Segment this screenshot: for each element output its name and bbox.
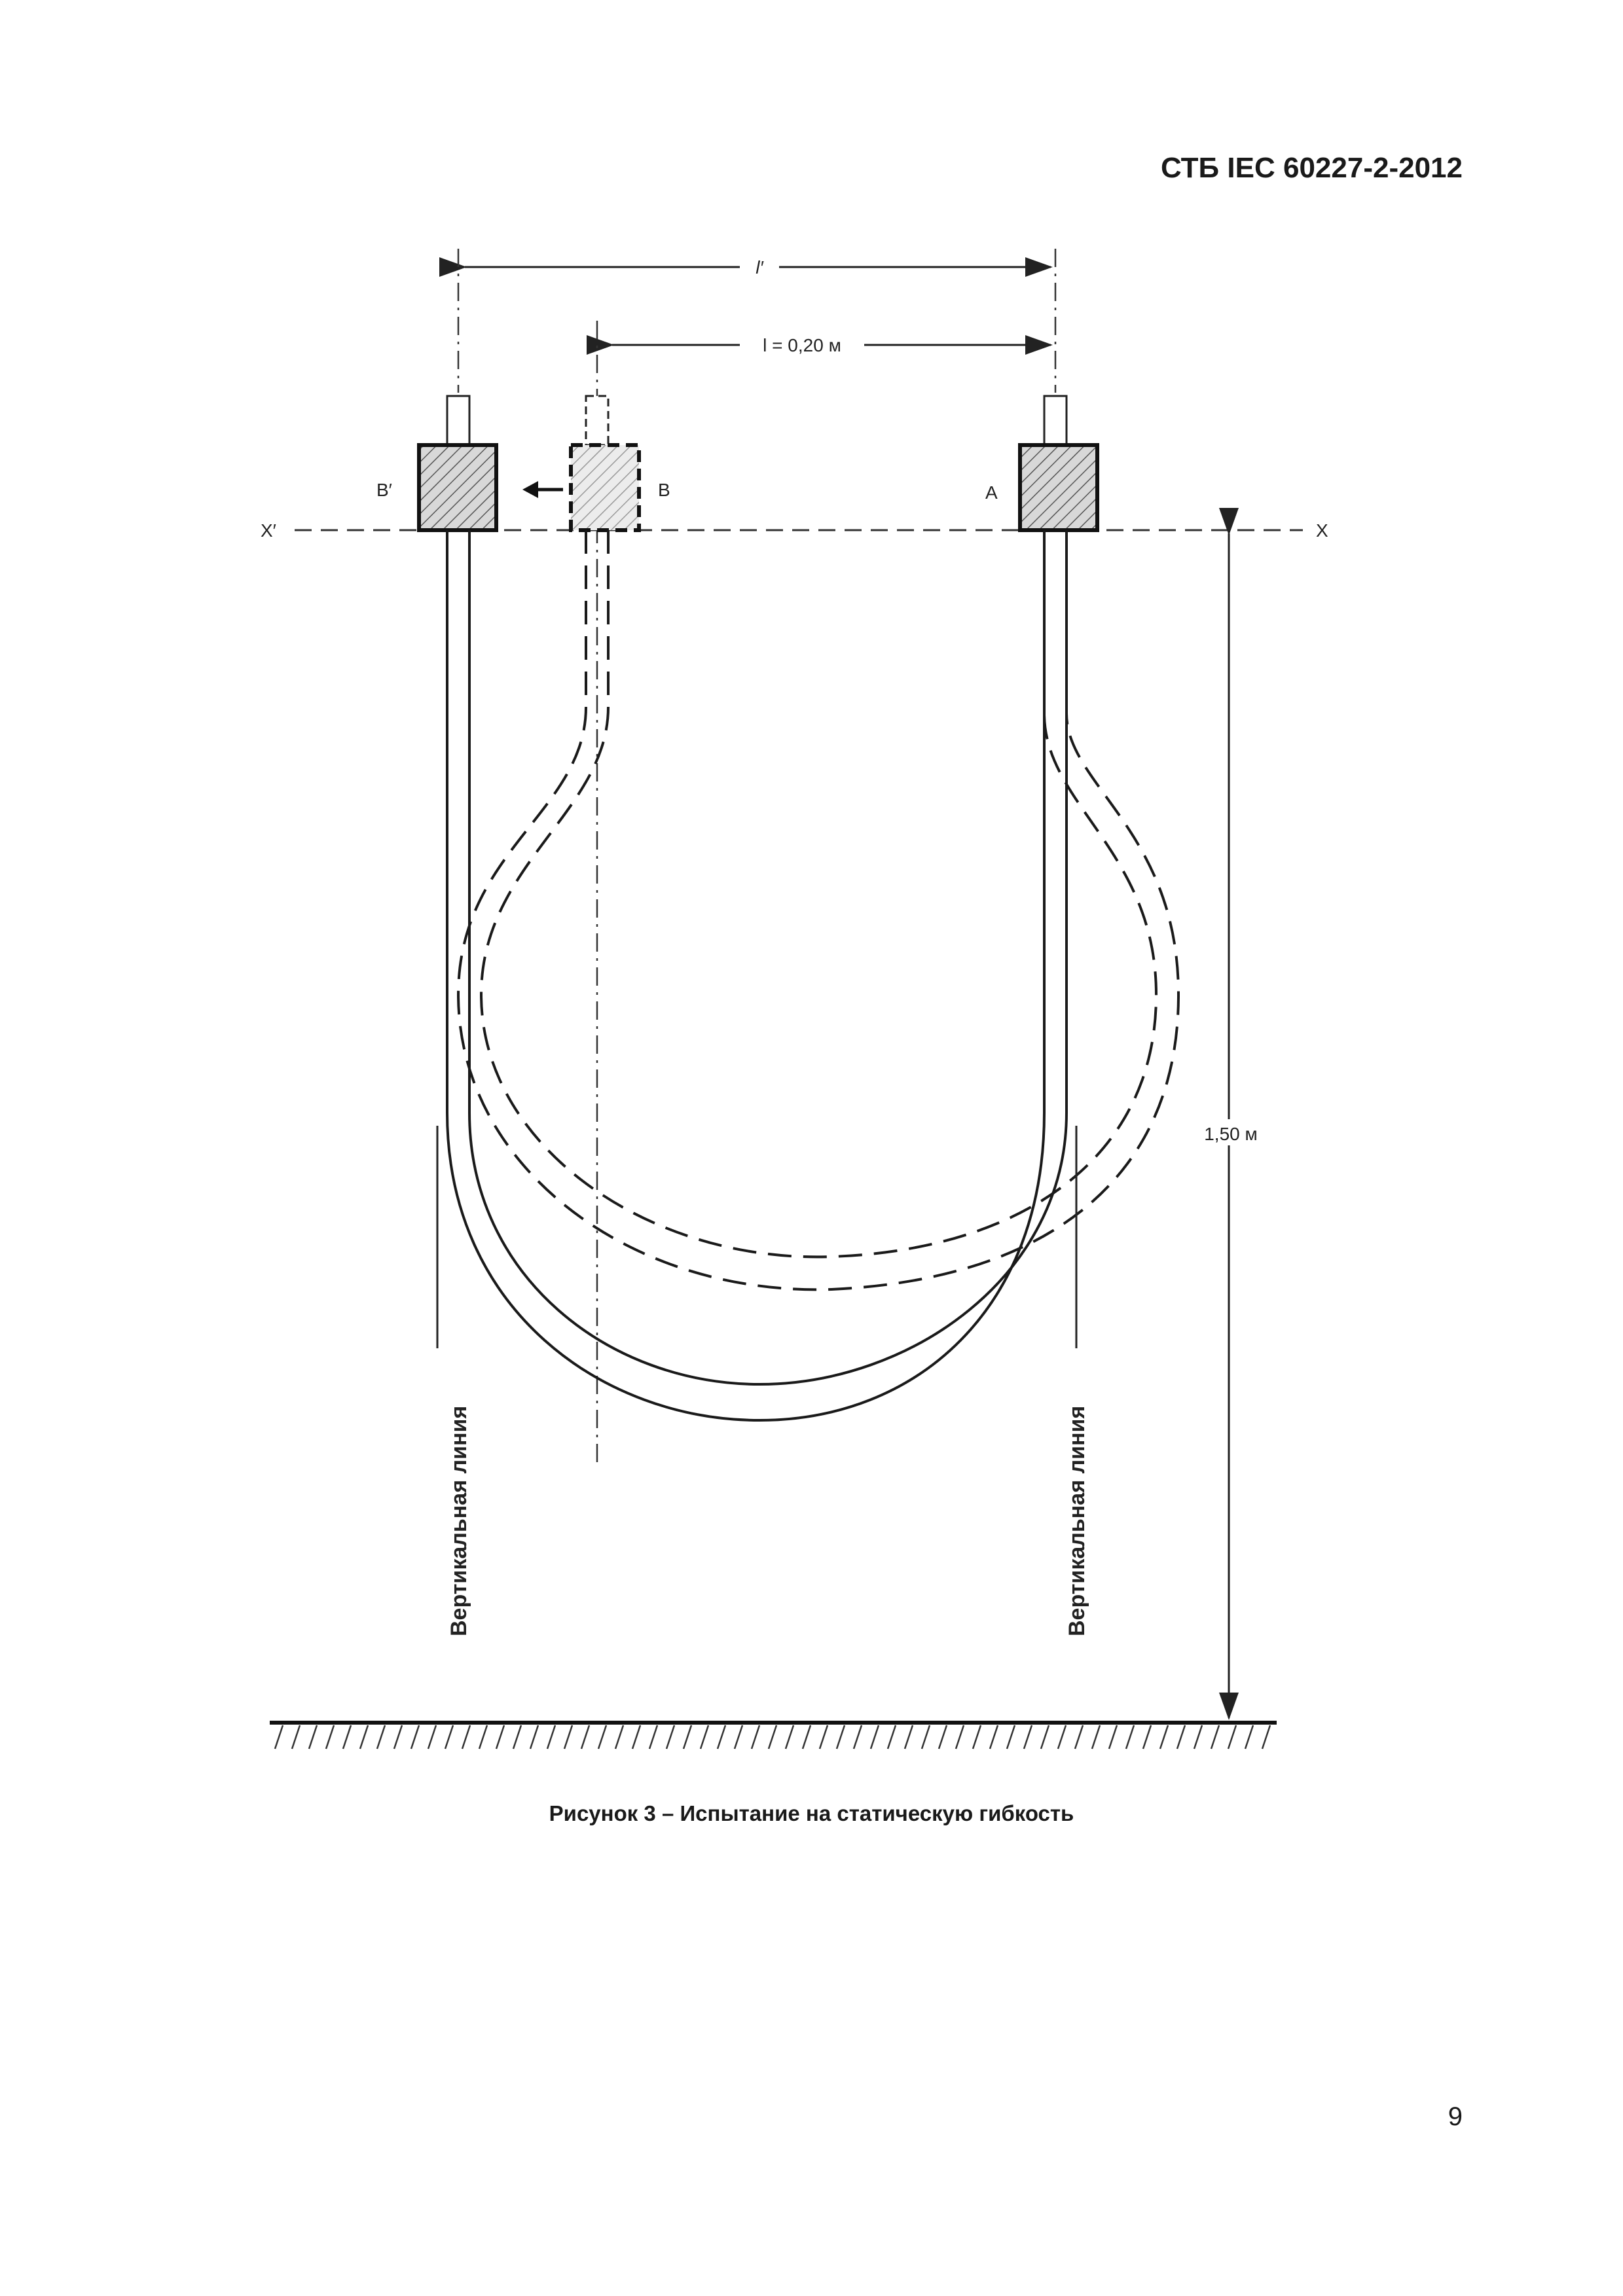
ground-hatch-mark xyxy=(274,1725,284,1749)
ground-hatch-mark xyxy=(342,1725,352,1749)
ground-hatch-mark xyxy=(546,1725,556,1749)
label-a: A xyxy=(985,482,998,503)
standard-code: СТБ IEC 60227-2-2012 xyxy=(1161,152,1463,184)
ground-hatch-mark xyxy=(852,1725,863,1749)
cable-final-position xyxy=(446,530,1068,1422)
ground-hatch-mark xyxy=(1244,1725,1254,1749)
ground-hatch-mark xyxy=(444,1725,454,1749)
ground-hatch-mark xyxy=(529,1725,539,1749)
ground xyxy=(270,1721,1277,1749)
ground-hatch-mark xyxy=(989,1725,999,1749)
ground-hatch-mark xyxy=(614,1725,625,1749)
ground-hatch-mark xyxy=(750,1725,761,1749)
label-b-prime: B′ xyxy=(376,480,392,500)
ground-hatch-mark xyxy=(1142,1725,1152,1749)
label-x-prime: X′ xyxy=(261,520,276,541)
ground-hatch-mark xyxy=(461,1725,471,1749)
ground-hatch-mark xyxy=(478,1725,488,1749)
ground-hatch-mark xyxy=(886,1725,897,1749)
ground-hatch-mark xyxy=(767,1725,778,1749)
ground-hatch-mark xyxy=(393,1725,403,1749)
ground-hatch-mark xyxy=(1108,1725,1118,1749)
dimension-l-label: l = 0,20 м xyxy=(763,335,841,355)
page-number: 9 xyxy=(1448,2102,1463,2131)
ground-hatch-mark xyxy=(1210,1725,1220,1749)
ground-hatch-mark xyxy=(921,1725,931,1749)
ground-hatch-mark xyxy=(1006,1725,1016,1749)
dimension-l-prime-label: l′ xyxy=(756,257,764,278)
ground-hatch-mark xyxy=(801,1725,812,1749)
ground-hatch-mark xyxy=(955,1725,965,1749)
ground-hatch-mark xyxy=(580,1725,591,1749)
center-lines xyxy=(457,249,1057,1466)
clamp-b-prime xyxy=(417,443,498,532)
cable-initial-position xyxy=(456,530,1180,1291)
cable-stub-b xyxy=(585,395,610,446)
ground-hatch-mark xyxy=(903,1725,914,1749)
ground-hatch-mark xyxy=(784,1725,795,1749)
ground-hatch-mark xyxy=(665,1725,676,1749)
label-b: B xyxy=(658,480,670,500)
ground-hatch-mark xyxy=(597,1725,608,1749)
ground-hatch-mark xyxy=(1159,1725,1169,1749)
ground-hatch-mark xyxy=(495,1725,505,1749)
ground-hatch-mark xyxy=(325,1725,335,1749)
figure-caption: Рисунок 3 – Испытание на статическую гиб… xyxy=(549,1801,1074,1825)
clamp-b xyxy=(569,443,641,532)
ground-hatch-mark xyxy=(1176,1725,1186,1749)
movement-arrow xyxy=(522,481,563,498)
ground-hatch-mark xyxy=(1040,1725,1050,1749)
ground-hatch-mark xyxy=(699,1725,710,1749)
ground-hatch-mark xyxy=(1091,1725,1101,1749)
ground-hatch-mark xyxy=(308,1725,318,1749)
clamp-a xyxy=(1018,443,1099,532)
dimension-l: l = 0,20 м xyxy=(587,332,1053,357)
ground-hatch-mark xyxy=(563,1725,574,1749)
ground-hatch-mark xyxy=(376,1725,386,1749)
ground-hatch-mark xyxy=(291,1725,301,1749)
ground-hatch-mark xyxy=(1193,1725,1203,1749)
ground-hatch-mark xyxy=(682,1725,693,1749)
ground-hatch-mark xyxy=(835,1725,846,1749)
ground-hatch-mark xyxy=(359,1725,369,1749)
ground-hatch-mark xyxy=(512,1725,522,1749)
ground-hatch-mark xyxy=(410,1725,420,1749)
cable-stub-a xyxy=(1043,395,1068,446)
ground-hatch-mark xyxy=(648,1725,659,1749)
ground-hatch-mark xyxy=(427,1725,437,1749)
ground-hatch-mark xyxy=(869,1725,880,1749)
ground-hatch-mark xyxy=(938,1725,948,1749)
label-x: X xyxy=(1316,520,1328,541)
vertical-line-right-label: Вертикальная линия xyxy=(1065,1406,1089,1636)
ground-hatch-mark xyxy=(1057,1725,1067,1749)
ground-hatch-mark xyxy=(1023,1725,1033,1749)
ground-hatch-mark xyxy=(733,1725,744,1749)
ground-hatch-mark xyxy=(1074,1725,1084,1749)
vertical-line-left-label: Вертикальная линия xyxy=(447,1406,471,1636)
ground-hatch-mark xyxy=(1227,1725,1237,1749)
ground-hatch-mark xyxy=(1261,1725,1271,1749)
ground-hatch-mark xyxy=(972,1725,982,1749)
ground-hatch-mark xyxy=(716,1725,727,1749)
ground-hatch-mark xyxy=(1125,1725,1135,1749)
dimension-l-prime: l′ xyxy=(439,255,1053,279)
dimension-height: 1,50 м xyxy=(1198,508,1264,1720)
ground-hatch-mark xyxy=(631,1725,642,1749)
cable-stub-b-prime xyxy=(446,395,471,446)
ground-hatch-mark xyxy=(818,1725,829,1749)
dimension-height-label: 1,50 м xyxy=(1204,1124,1258,1144)
